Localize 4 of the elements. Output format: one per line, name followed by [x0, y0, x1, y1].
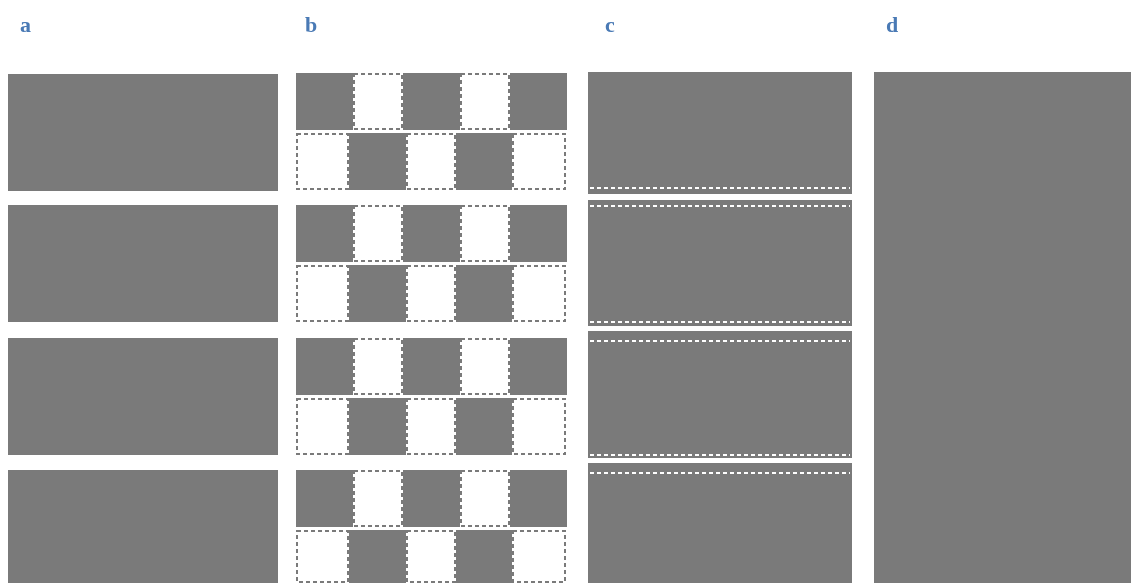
panel-label: b — [305, 14, 318, 36]
panel-label: c — [605, 14, 615, 36]
panel-label: a — [20, 14, 31, 36]
panel-label: d — [886, 14, 899, 36]
